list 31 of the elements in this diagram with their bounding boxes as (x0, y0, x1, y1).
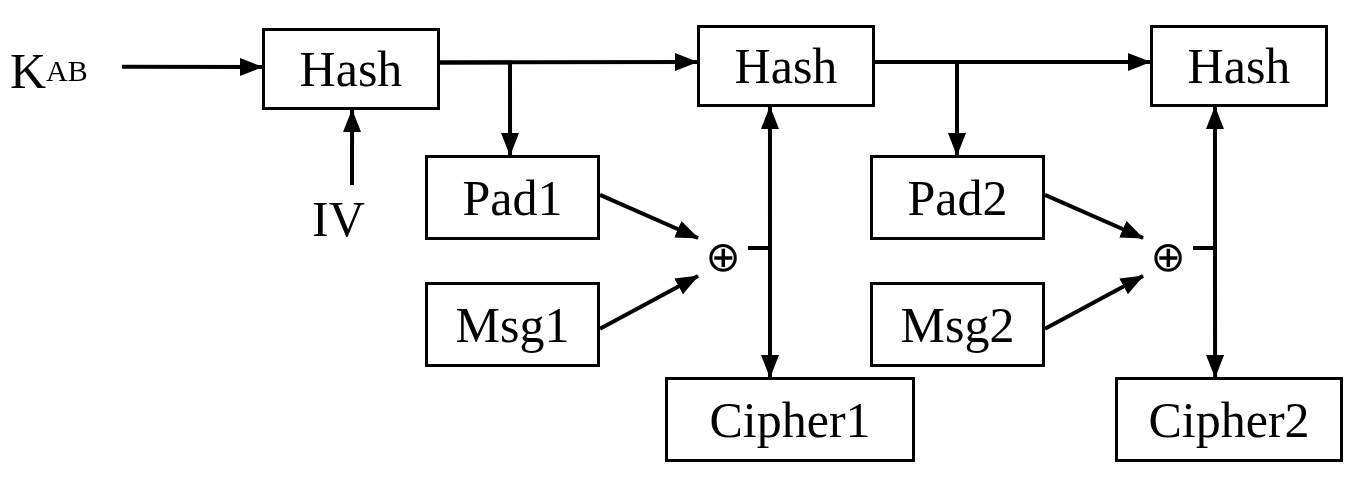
box-label: Cipher1 (709, 390, 871, 449)
arrow (343, 109, 362, 185)
process-box (1150, 25, 1328, 107)
process-box (665, 377, 915, 462)
process-box (262, 28, 440, 110)
box-label: Msg1 (455, 295, 570, 354)
process-box (870, 155, 1045, 240)
box-label: Hash (1187, 37, 1291, 95)
arrow (440, 60, 520, 156)
box-label: Hash (299, 40, 403, 98)
arrow (1044, 274, 1144, 331)
process-box (425, 282, 600, 367)
xor-symbol: ⊕ (698, 232, 748, 282)
arrow (122, 57, 263, 76)
box-label: Hash (734, 37, 838, 95)
box-label: Pad1 (462, 168, 563, 227)
arrow (1044, 193, 1144, 240)
arrow (599, 193, 699, 240)
process-box (1115, 377, 1343, 462)
box-label: Cipher2 (1148, 390, 1310, 449)
process-box (697, 25, 875, 107)
arrow (1193, 246, 1225, 378)
arrow (599, 274, 699, 331)
box-label: Msg2 (900, 295, 1015, 354)
arrow (748, 246, 779, 378)
box-label: Pad2 (907, 168, 1008, 227)
input-label: IV (312, 185, 392, 253)
arrow (875, 59, 966, 156)
xor-symbol: ⊕ (1143, 232, 1193, 282)
process-box (425, 155, 600, 240)
process-box (870, 282, 1045, 367)
